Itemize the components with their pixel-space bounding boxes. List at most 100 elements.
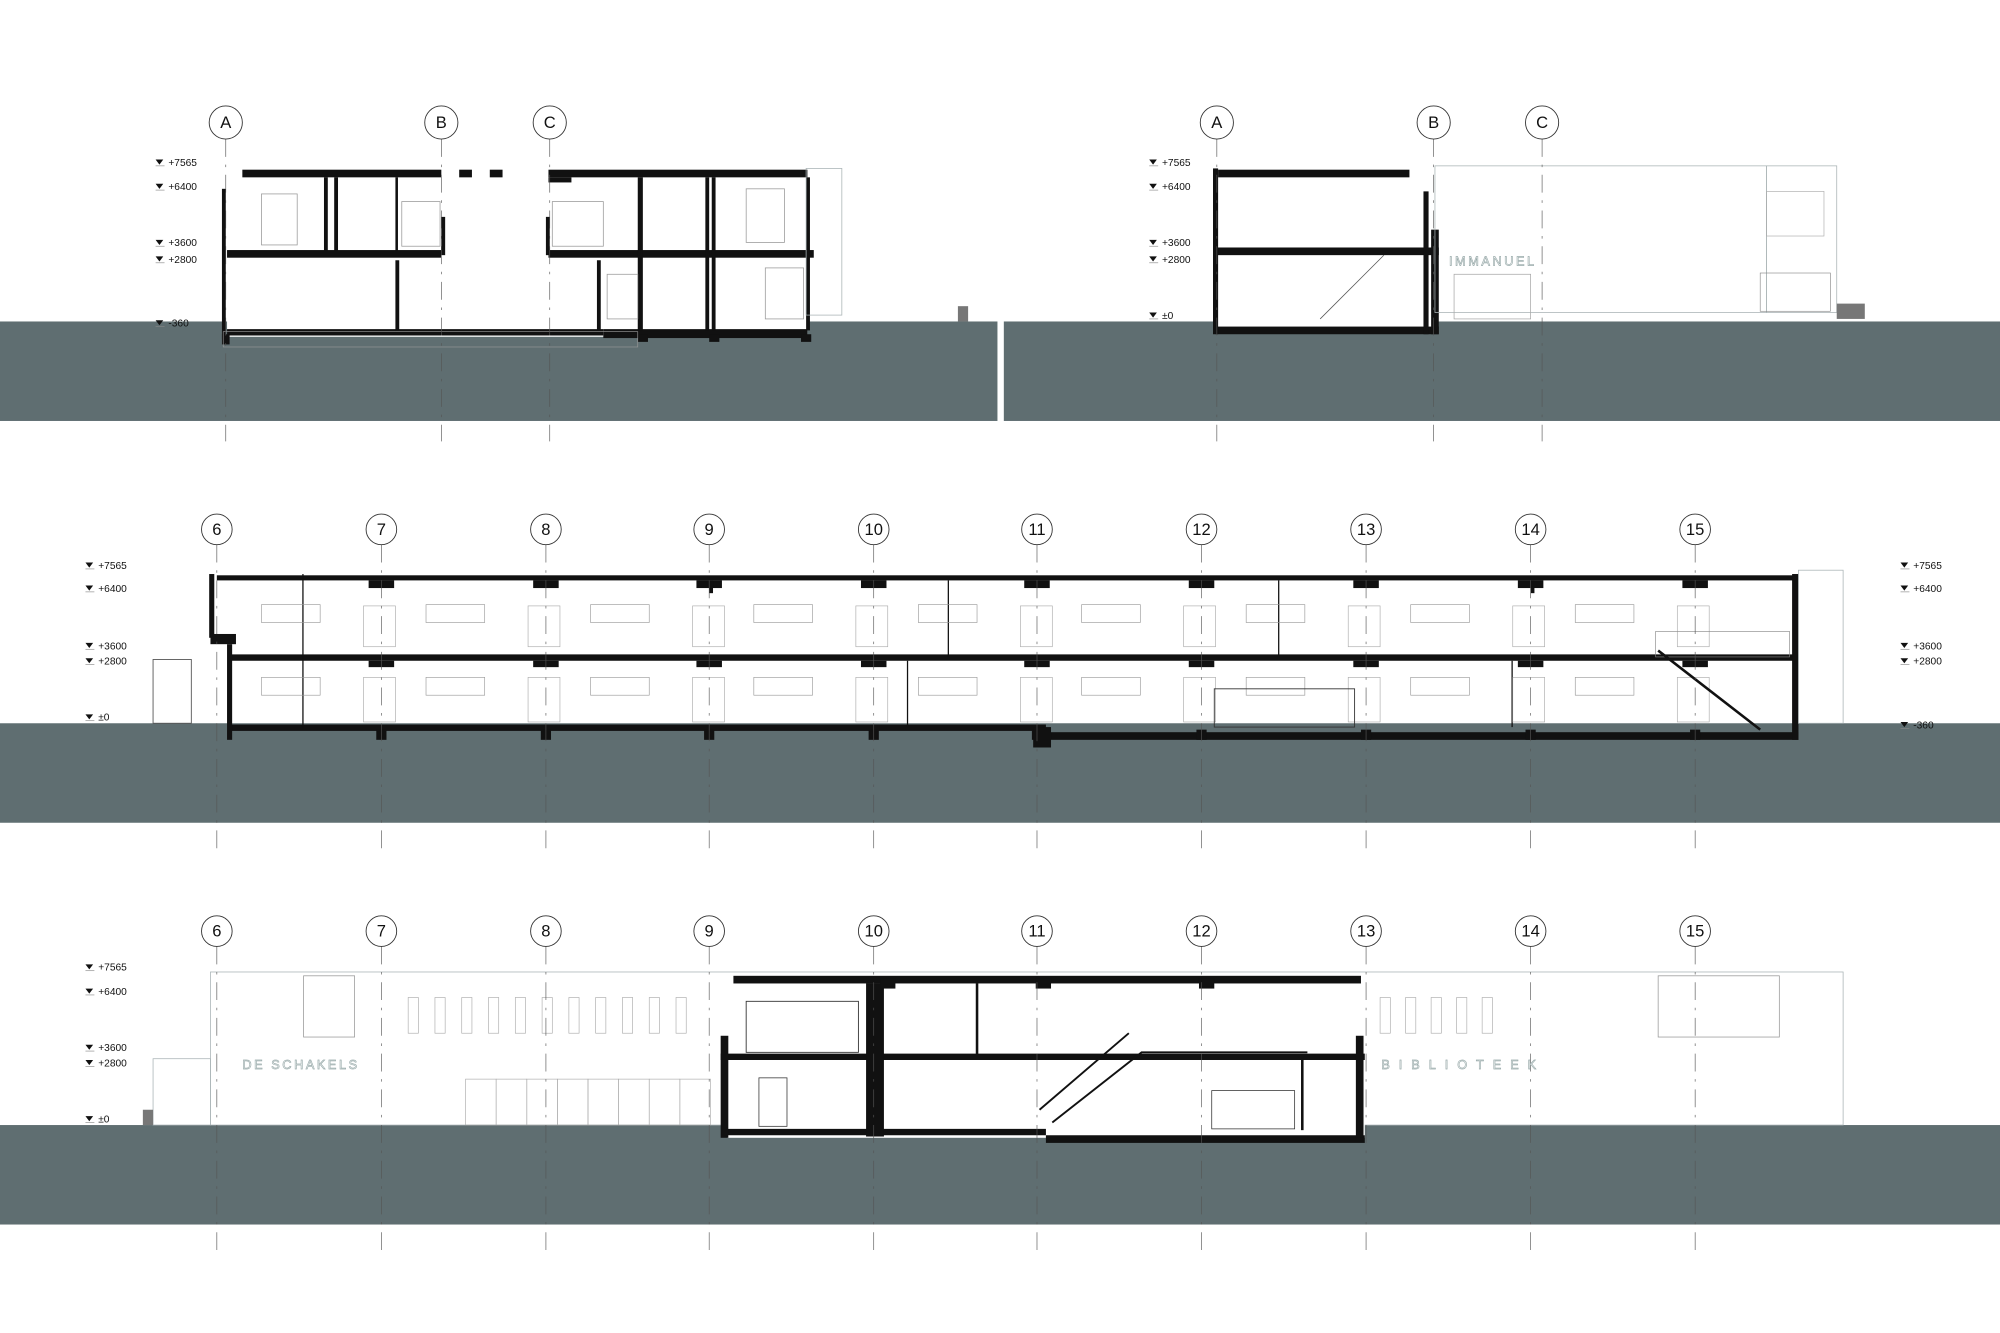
window <box>764 267 804 320</box>
level-label: +6400 <box>1913 584 1942 595</box>
window <box>1081 677 1141 696</box>
level-label: +2800 <box>168 255 197 266</box>
grid-bubble <box>365 513 398 546</box>
level-marker-icon <box>85 658 94 664</box>
slot-window <box>648 997 660 1034</box>
grid-label: A <box>220 113 232 132</box>
door <box>1347 605 1381 648</box>
footing <box>709 334 720 342</box>
wall <box>1301 1059 1304 1131</box>
level-marker-icon <box>1149 256 1157 262</box>
door <box>1183 677 1216 723</box>
level-label: ±0 <box>98 713 110 724</box>
level-label: +3600 <box>1913 641 1942 652</box>
door <box>758 1077 788 1127</box>
curtain-wall <box>1213 688 1356 728</box>
slot-window <box>514 997 526 1034</box>
grid-bubble <box>1525 105 1560 140</box>
grid-bubble <box>1514 915 1547 947</box>
grid-label: 12 <box>1192 922 1210 941</box>
beam <box>880 978 896 989</box>
slot-window <box>461 997 473 1034</box>
door <box>527 605 561 648</box>
wall <box>545 216 550 256</box>
elevation-outline <box>1434 165 1767 313</box>
level-marker-icon <box>1900 562 1909 568</box>
window <box>261 193 298 246</box>
window <box>551 201 604 247</box>
level-marker-icon <box>85 562 94 568</box>
wall <box>1792 574 1799 740</box>
level-label: -360 <box>168 319 189 330</box>
level-label: +3600 <box>1162 238 1191 249</box>
structure <box>548 169 808 178</box>
grid-bubble <box>1185 915 1218 947</box>
signage-bibliotheek: BIBLIOTEEK <box>1381 1057 1545 1072</box>
bollard <box>957 306 969 322</box>
grid-bubble <box>530 915 562 947</box>
level-label: +7565 <box>168 158 197 169</box>
entrance-doors <box>1453 273 1531 320</box>
ground-slab <box>229 724 1046 731</box>
window <box>401 201 441 247</box>
ground-band <box>1003 321 2000 421</box>
tower-outline <box>1766 165 1838 313</box>
wall <box>210 633 236 645</box>
slot-window <box>675 997 687 1034</box>
door <box>1183 605 1216 648</box>
window <box>745 188 785 243</box>
grid-bubble <box>1021 513 1053 546</box>
level-marker-icon <box>155 320 164 326</box>
wall <box>637 177 643 331</box>
grid-bubble <box>693 513 725 546</box>
stair <box>1319 254 1385 320</box>
level-marker-icon <box>1149 239 1157 245</box>
wall <box>709 580 714 594</box>
window <box>1657 975 1780 1038</box>
slot-window <box>488 997 500 1034</box>
partition <box>1278 580 1280 657</box>
door <box>692 677 725 723</box>
door <box>1347 677 1381 723</box>
grid-bubble <box>857 915 890 947</box>
wall <box>1213 168 1219 335</box>
level-marker-icon <box>1900 585 1909 591</box>
partition <box>906 660 909 728</box>
grid-bubble <box>201 915 233 947</box>
door <box>363 605 396 648</box>
level-label: +6400 <box>98 987 127 998</box>
grid-label: 8 <box>541 520 550 539</box>
level-label: -360 <box>1913 720 1934 731</box>
grid-bubble <box>1416 105 1451 140</box>
shopfront <box>679 1078 711 1126</box>
wall <box>395 177 398 252</box>
level-label: +2800 <box>98 657 127 668</box>
roof-slab <box>216 575 1799 581</box>
ground-slab <box>227 329 604 336</box>
grid-bubble <box>1199 105 1234 140</box>
structure <box>1045 1135 1365 1143</box>
facade-outline <box>1798 569 1844 724</box>
slot-window <box>622 997 633 1034</box>
shopfront <box>465 1078 497 1126</box>
ground-slab <box>1215 326 1439 335</box>
grid-bubble <box>424 105 459 140</box>
wall <box>975 983 979 1055</box>
window <box>753 677 813 696</box>
door <box>1676 605 1710 648</box>
grid-bubble <box>1185 513 1218 546</box>
building-sections <box>142 165 1865 1143</box>
grid-bubble <box>365 915 398 947</box>
level-marker-icon <box>1149 183 1157 189</box>
grid-label: B <box>1428 113 1439 132</box>
level-label: +7565 <box>1162 158 1191 169</box>
signage-de-schakels: DE SCHAKELS <box>242 1057 359 1072</box>
level-label: +6400 <box>98 584 127 595</box>
grid-bubble <box>1021 915 1053 947</box>
window <box>1245 677 1306 696</box>
wall <box>1355 1035 1364 1138</box>
grid-label: 9 <box>705 520 714 539</box>
grid-label: 10 <box>864 520 882 539</box>
